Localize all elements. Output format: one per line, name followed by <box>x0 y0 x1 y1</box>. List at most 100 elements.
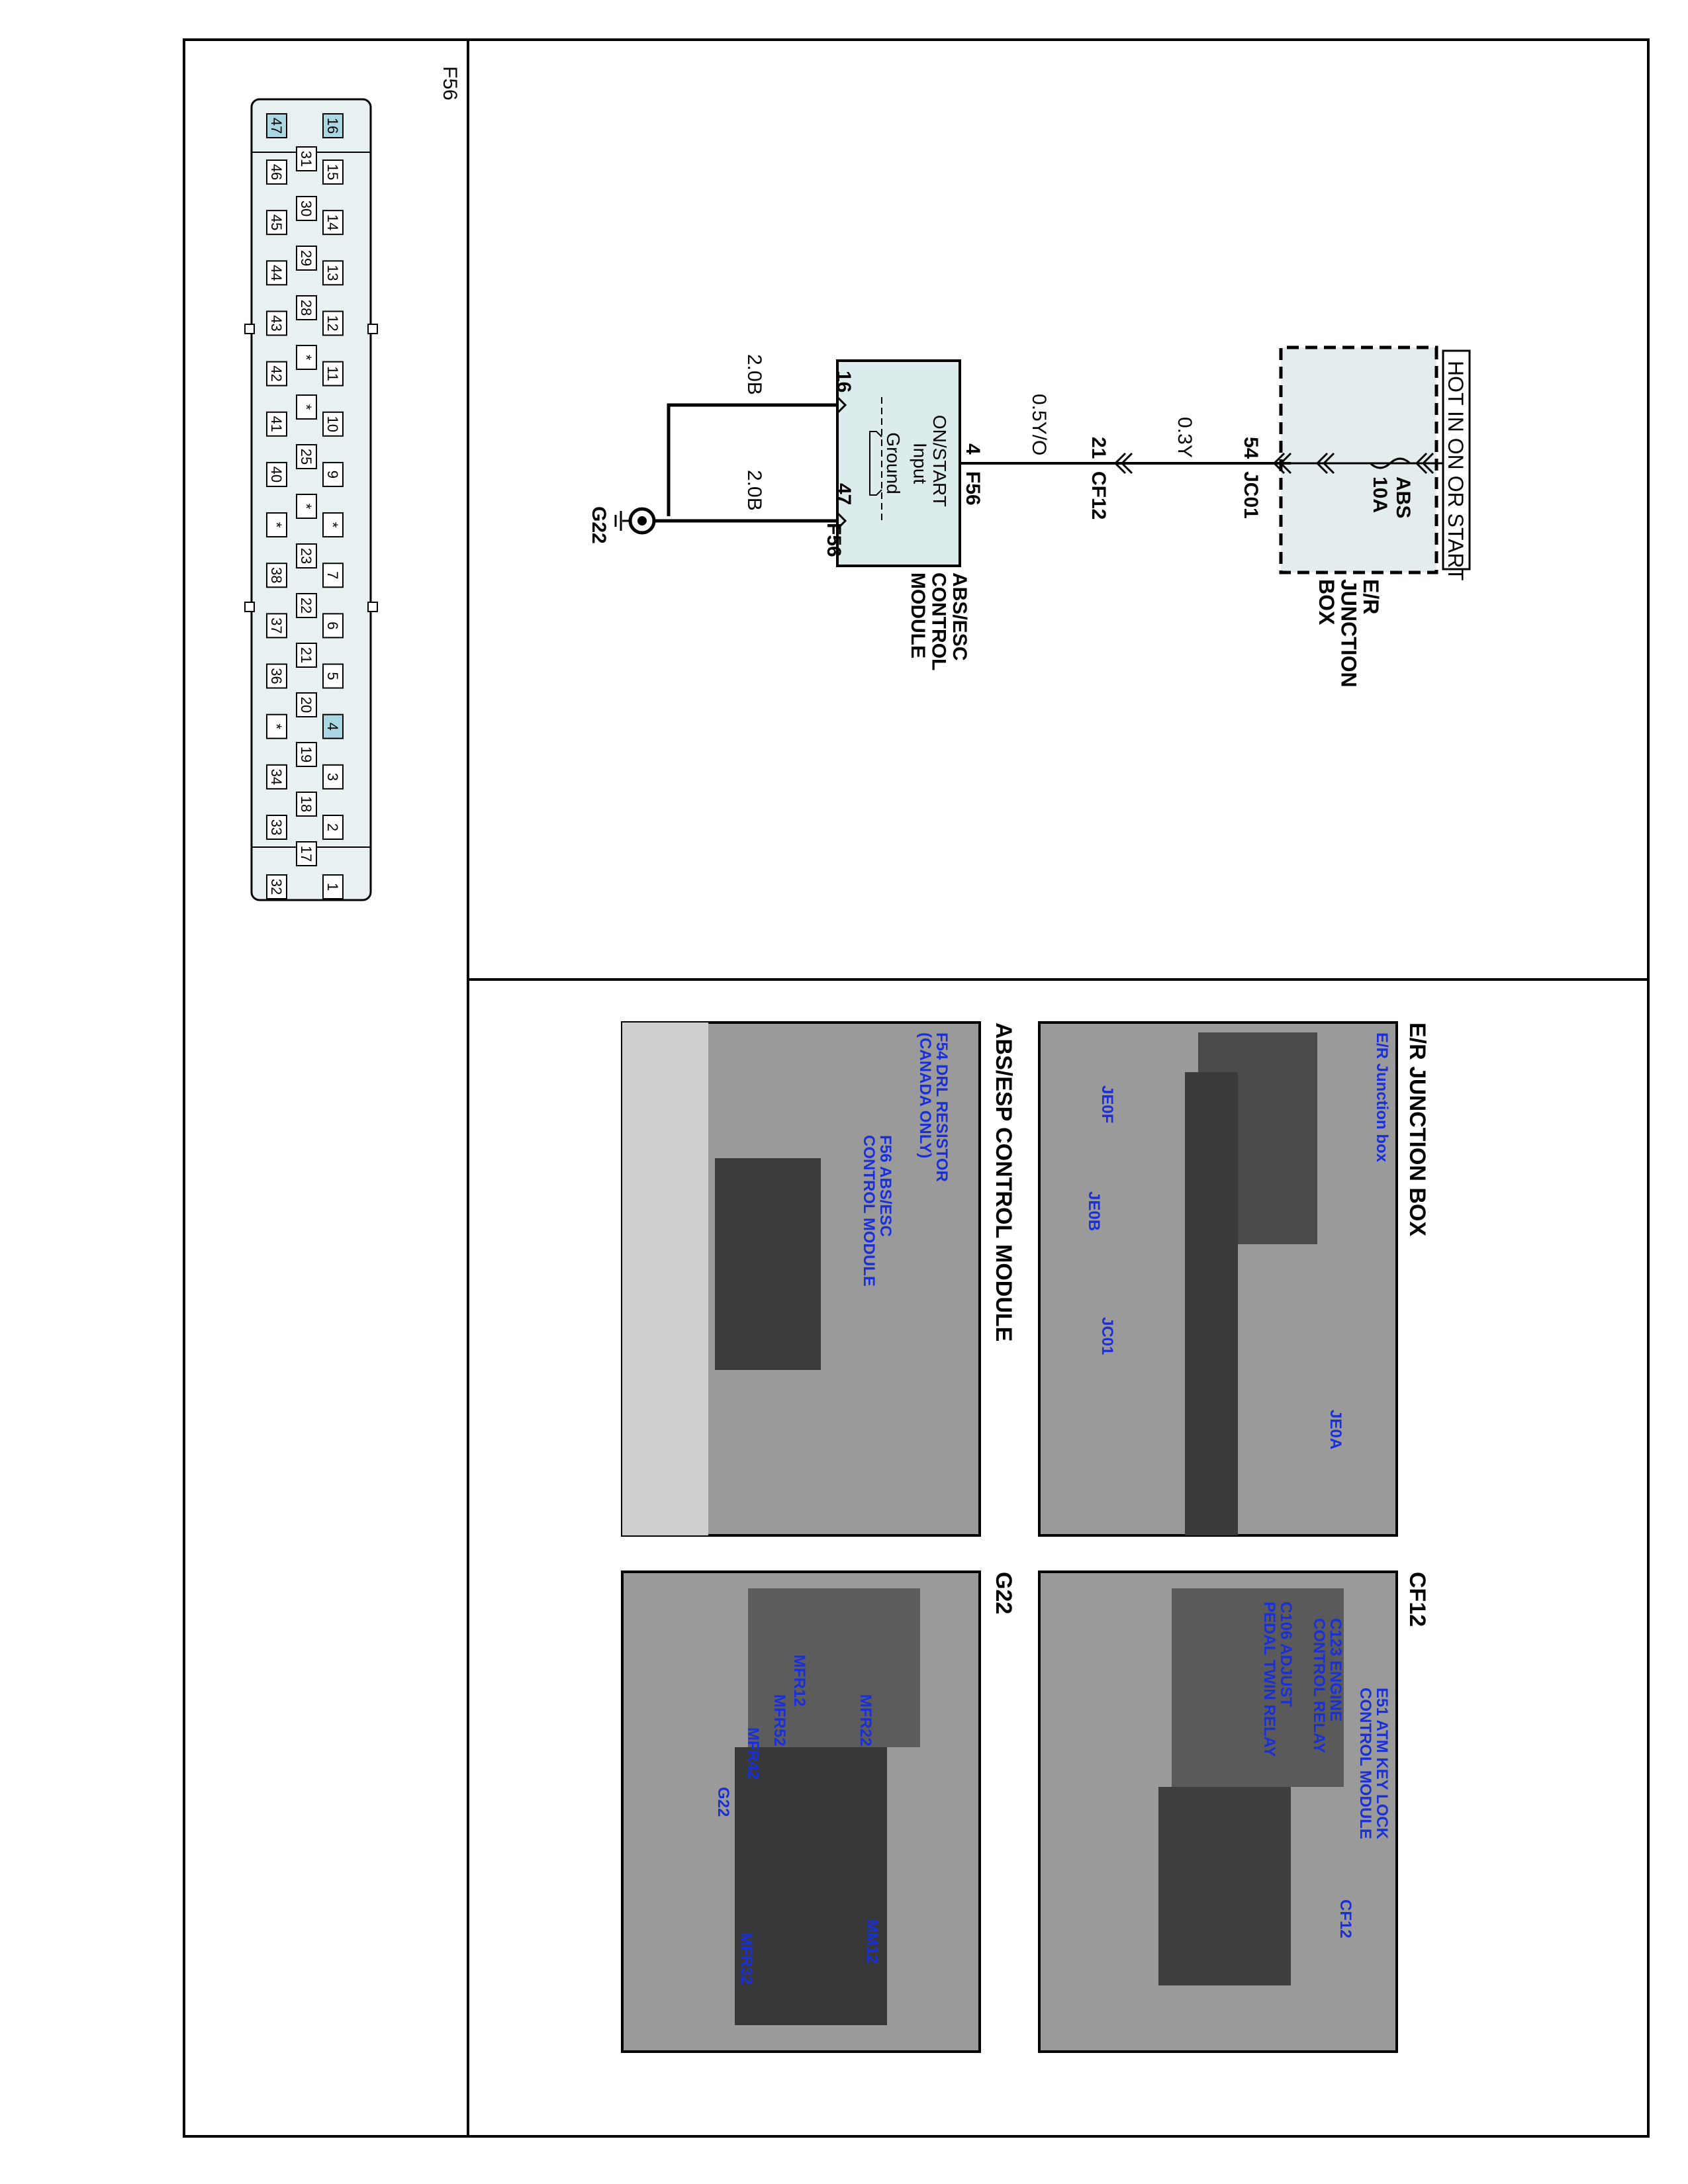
connector-pin-label: 32 <box>268 879 285 895</box>
connector-pin-label: 25 <box>298 449 314 465</box>
photo-title: ABS/ESP CONTROL MODULE <box>991 1023 1016 1342</box>
connector-pin <box>322 411 344 437</box>
connector-chevron-icon <box>1113 452 1133 475</box>
page-frame <box>183 38 1650 2138</box>
connector-pin <box>266 512 287 538</box>
connector-pin-label: * <box>268 723 285 729</box>
callout-label: F54 DRL RESISTOR(CANADA ONLY) <box>916 1032 951 1182</box>
connector-pin-label: 12 <box>324 315 341 331</box>
connector-pin <box>296 295 317 320</box>
pin-cf12: 21 <box>1088 437 1109 459</box>
text-line: F56 ABS/ESC <box>876 1135 894 1237</box>
connector-chevron-icon <box>836 396 847 530</box>
connector-pin <box>322 461 344 487</box>
connector-pin <box>296 394 317 420</box>
connector-pin <box>266 113 287 138</box>
hot-label: HOT IN ON OR START <box>1444 361 1468 580</box>
conn-f56-a: F56 <box>962 471 984 506</box>
connector-pin <box>296 246 317 271</box>
connector-pin <box>322 563 344 588</box>
connector-pin <box>266 663 287 689</box>
pin-47: 47 <box>833 483 855 505</box>
latch <box>367 602 378 612</box>
fuse-icon <box>1369 457 1411 469</box>
callout-label: MFR22 <box>857 1694 874 1747</box>
photo-panel: E/R JUNCTION BOX E/R Junction box JE0F J… <box>621 1021 1430 2053</box>
connector-pin-label: 47 <box>268 118 285 134</box>
callout-label: JC01 <box>1098 1317 1116 1355</box>
connector-pin <box>322 874 344 899</box>
connector-pin <box>322 764 344 790</box>
callout-label: MFR12 <box>790 1655 808 1707</box>
connector-f56-panel: F56 161514131211109*765432131302928**25*… <box>244 66 461 901</box>
pin-16: 16 <box>833 371 855 392</box>
connector-pin-label: 22 <box>298 598 314 614</box>
connector-pin <box>266 815 287 840</box>
photo-shape <box>1172 1588 1344 1787</box>
connector-pin <box>322 210 344 236</box>
pin-jc01: 54 <box>1240 437 1262 459</box>
connector-pin-label: 16 <box>324 118 341 134</box>
text-line: CONTROL RELAY <box>1310 1618 1328 1753</box>
connector-pin <box>322 663 344 689</box>
connector-pin <box>322 113 344 138</box>
connector-pin <box>296 593 317 618</box>
connector-pin-label: 7 <box>324 571 341 579</box>
callout-label: MFR42 <box>744 1727 762 1780</box>
connector-pin-label: 1 <box>324 883 341 891</box>
connector-pin <box>322 361 344 387</box>
callout-label: JE0A <box>1327 1410 1344 1449</box>
text-line: C106 ADJUST <box>1277 1602 1295 1707</box>
callout-label: F56 ABS/ESCCONTROL MODULE <box>860 1135 894 1287</box>
connector-pin <box>296 742 317 767</box>
connector-pin-label: 30 <box>298 201 314 216</box>
connector-pin <box>266 874 287 899</box>
text-line: Input <box>910 443 931 484</box>
connector-pin-label: * <box>324 522 341 528</box>
text-line: PEDAL TWIN RELAY <box>1260 1602 1278 1757</box>
connector-pin-label: 11 <box>324 366 341 381</box>
fuse-name: ABS <box>1392 477 1414 518</box>
callout-label: JE0B <box>1085 1191 1103 1231</box>
photo-shape <box>735 1747 887 2025</box>
ground-bracket-icon <box>869 431 882 496</box>
connector-pin-label: 31 <box>298 151 314 167</box>
conn-f56-b: F56 <box>823 523 845 557</box>
module-input-label: ON/START Input <box>910 415 950 512</box>
text-line: JUNCTION <box>1336 579 1360 688</box>
module-ground-label: Ground <box>883 432 904 494</box>
connector-pin <box>296 146 317 171</box>
connector-pin-label: 5 <box>324 672 341 680</box>
callout-label: MFR52 <box>771 1694 788 1747</box>
connector-pin <box>266 613 287 639</box>
connector-pin-label: * <box>298 404 314 410</box>
connector-pin-label: 3 <box>324 773 341 781</box>
text-line: CONTROL <box>928 572 950 670</box>
connector-pin <box>296 841 317 866</box>
connector-pin <box>266 764 287 790</box>
photo-er-junction-box: E/R JUNCTION BOX E/R Junction box JE0F J… <box>1038 1021 1430 1537</box>
wire-g2-spec: 2.0B <box>743 470 765 511</box>
photo-title: E/R JUNCTION BOX <box>1405 1023 1430 1236</box>
wire-2-spec: 0.5Y/O <box>1028 394 1050 455</box>
text-line: CONTROL MODULE <box>860 1135 878 1287</box>
connector-pin-label: 37 <box>268 617 285 633</box>
connector-pin <box>266 411 287 437</box>
latch <box>244 324 255 334</box>
callout-label: MFR32 <box>737 1933 755 1985</box>
photo-title: CF12 <box>1405 1572 1430 1627</box>
connector-id: F56 <box>439 66 461 101</box>
connector-pin-label: 19 <box>298 747 314 762</box>
photo-abs-esp-module: ABS/ESP CONTROL MODULE F54 DRL RESISTOR(… <box>621 1021 1016 1537</box>
connector-pin-label: 38 <box>268 567 285 583</box>
photo-shape <box>748 1588 920 1747</box>
connector-pin-label: 18 <box>298 796 314 812</box>
connector-chevron-icon <box>1272 452 1292 475</box>
conn-cf12: CF12 <box>1088 471 1109 520</box>
connector-pin <box>296 643 317 668</box>
photo-shape <box>622 1023 708 1535</box>
ground-terminal-dot <box>637 516 647 525</box>
connector-pin-label: 13 <box>324 265 341 281</box>
junction-box <box>1279 345 1438 574</box>
